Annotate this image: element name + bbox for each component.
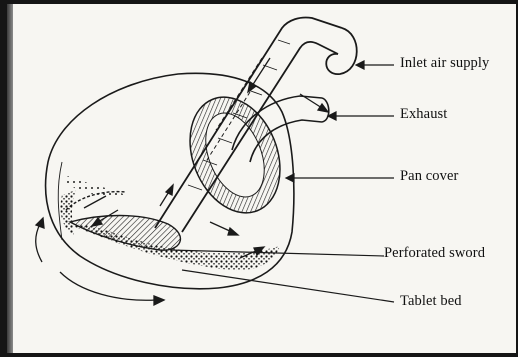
leader-tablet-bed xyxy=(182,270,394,302)
label-exhaust: Exhaust xyxy=(400,106,447,123)
label-inlet-air-supply: Inlet air supply xyxy=(400,55,489,72)
label-tablet-bed: Tablet bed xyxy=(400,293,462,310)
label-perforated-sword: Perforated sword xyxy=(384,245,485,262)
label-pan-cover: Pan cover xyxy=(400,168,458,185)
